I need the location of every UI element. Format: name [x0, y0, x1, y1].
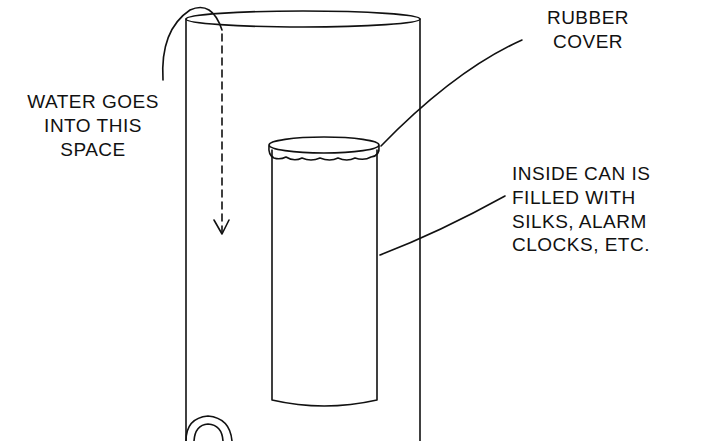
water-arrow — [163, 8, 222, 81]
inner-can — [272, 150, 377, 406]
callout-label: WATER GOES INTO THIS SPACE — [18, 90, 168, 161]
outer-can-rim — [186, 11, 420, 27]
callout-label: RUBBER COVER — [528, 6, 648, 54]
water-arrow — [221, 34, 223, 232]
small-ring — [186, 416, 232, 441]
arrow-head — [214, 220, 229, 234]
callout-label: INSIDE CAN IS FILLED WITH SILKS, ALARM C… — [512, 162, 692, 257]
leader-line — [381, 40, 522, 146]
small-ring — [194, 424, 223, 441]
outer-can-wall — [419, 19, 421, 441]
outer-can-wall — [185, 19, 187, 441]
leader-line — [380, 196, 505, 255]
rubber-cover-lip — [269, 146, 379, 160]
rubber-cover — [269, 137, 379, 153]
